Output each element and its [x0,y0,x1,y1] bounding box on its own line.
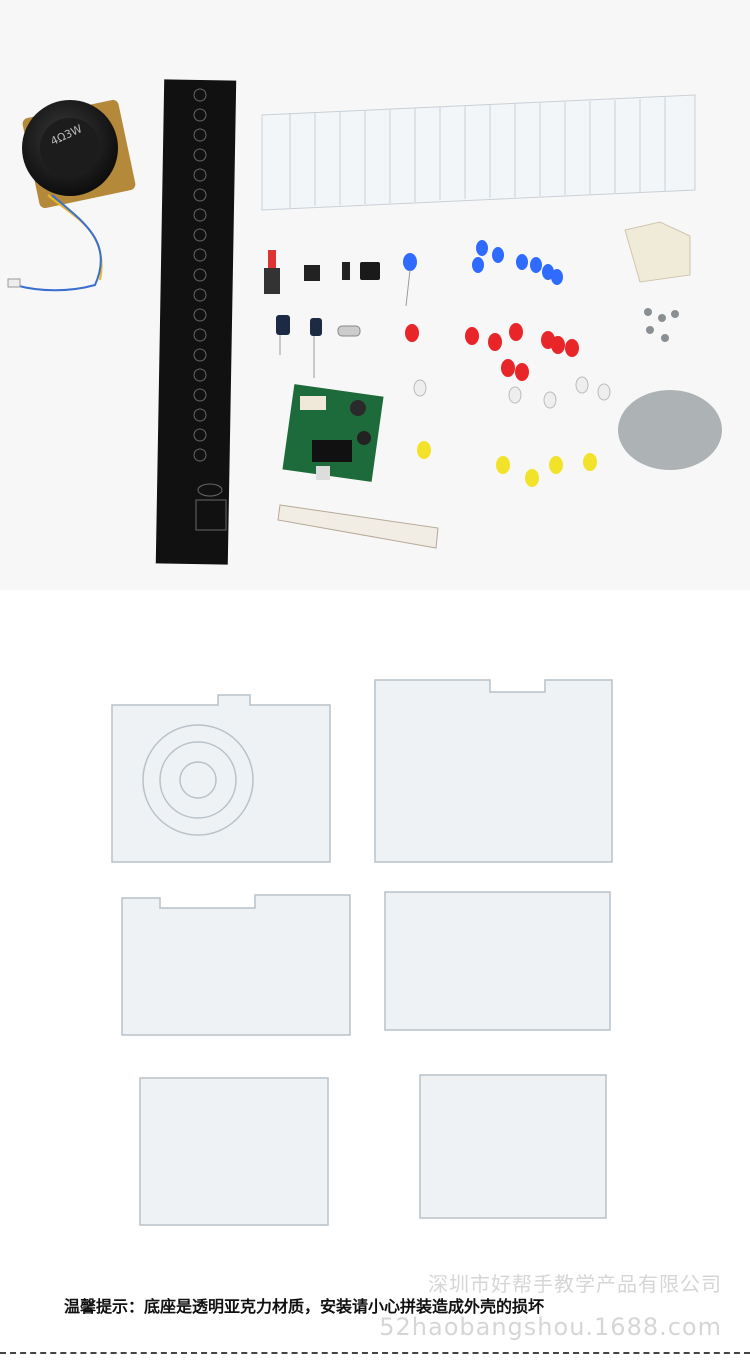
watermark-site: 52haobangshou.1688.com [379,1313,722,1341]
acrylic-panels [111,679,613,1226]
white-leds [413,376,611,409]
panel-top-right [374,679,613,863]
small-components [264,250,380,378]
blue-leds [403,240,563,307]
yellow-leds [417,441,597,487]
spacers-and-screws [618,221,722,470]
panel-bottom-right [419,1074,607,1219]
speaker: 4Ω3W [7,99,136,292]
watermark-company: 深圳市好帮手教学产品有限公司 [428,1272,722,1296]
dashed-divider [0,1352,750,1354]
panel-bottom-left [139,1077,329,1226]
main-pcb [155,79,237,565]
panel-middle-left [121,894,351,1036]
panel-middle-right [384,891,611,1031]
panel-speaker-grille [111,694,331,863]
control-board [282,384,384,482]
red-leds [405,323,579,381]
terminal-strip [277,504,439,549]
caption: 温馨提示：底座是透明亚克力材质，安装请小心拼装造成外壳的损坏 [64,1297,545,1316]
acrylic-fins [261,94,696,211]
